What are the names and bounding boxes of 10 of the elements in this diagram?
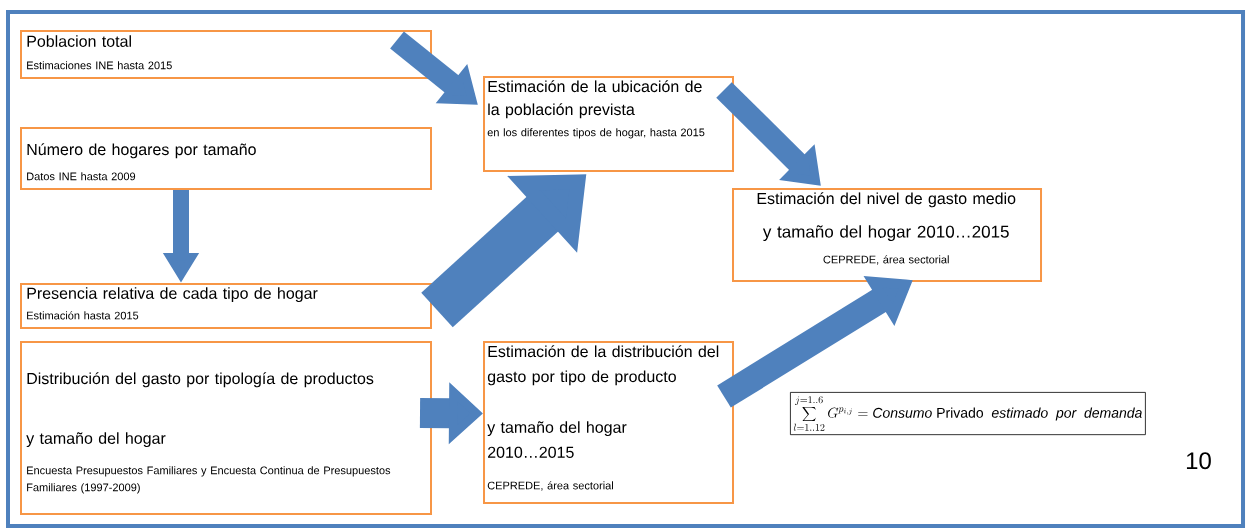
process-box: Poblacion total Estimaciones INE hasta 2015 [20,30,432,79]
process-box: Estimación del nivel de gasto medio y tamaño del hogar 2010…2015 CEPREDE, área sectorial [732,188,1042,282]
process-box: Número de hogares por tamaño Datos INE hasta 2009 [20,127,432,190]
block-arrow [716,82,821,186]
page-number: 10 [1186,452,1211,470]
process-box: Estimación de la distribución del gasto por tipo de producto y tamaño del hogar 2010…2015 CEPREDE, área sectorial [483,341,734,504]
process-box: Distribución del gasto por tipología de productos y tamaño del hogar Encuesta Presupuestos Familiares y Encuesta Continua de Presupuestos Familiares (1997-2009) [20,341,432,515]
process-box: Presencia relativa de cada tipo de hogar Estimación hasta 2015 [20,283,432,329]
formula-box: $\sum_{l=1..12}^{j=1..6} G^{p_{i,j}} = \mathit{Consumo}\ \mathrm{Privado}\ \ \mathit{estimado}\ \ \mathit{por}\ \ \mathit{demanda}$ [790,392,1146,436]
process-box: Estimación de la ubicación de la población prevista en los diferentes tipos de hogar, hasta 2015 [483,76,734,172]
